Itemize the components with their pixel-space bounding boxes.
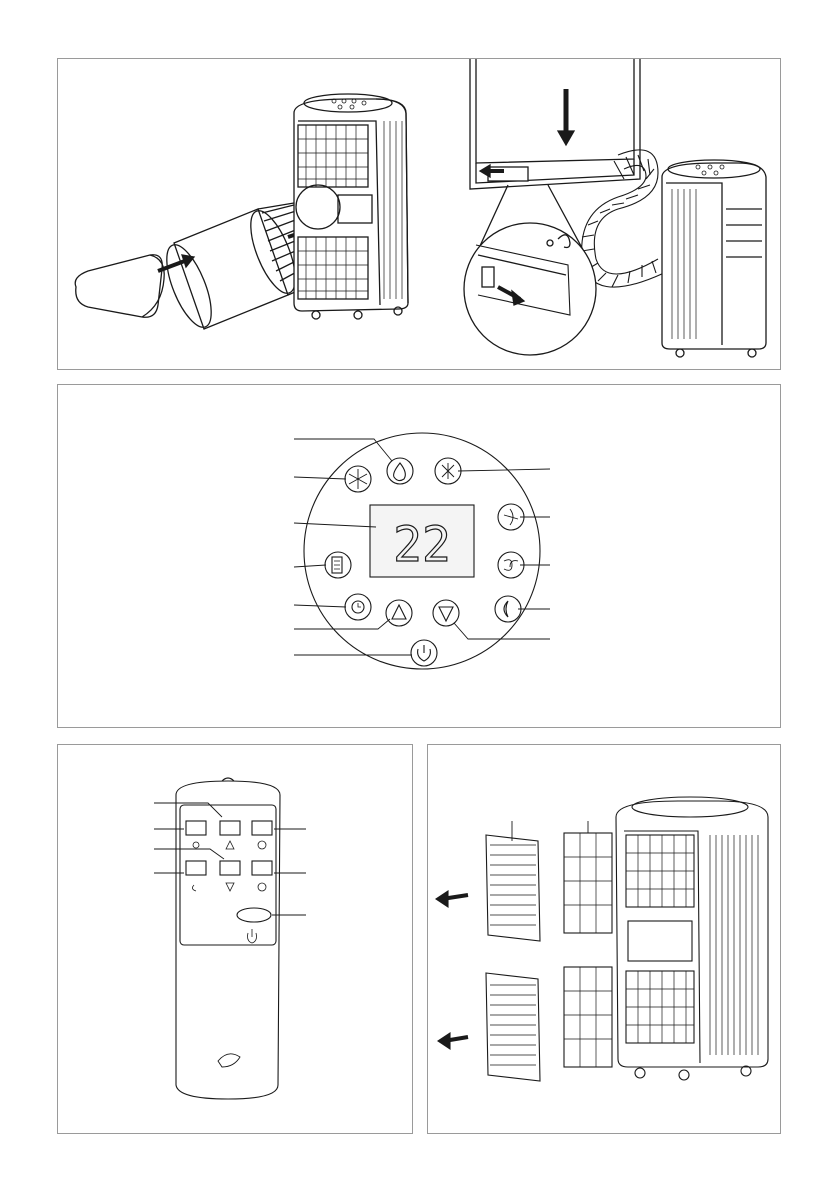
- panel-control-panel: 22: [57, 384, 781, 728]
- brand-logo-icon: [218, 1054, 240, 1067]
- panel-remote-control: [57, 744, 413, 1134]
- ac-unit: [616, 797, 768, 1080]
- exhaust-hose: [582, 150, 664, 287]
- display-digits: 22: [393, 517, 451, 573]
- sleep-button: [495, 596, 521, 622]
- remote-sleep-button: [252, 861, 272, 891]
- remote-up-button: [220, 821, 240, 849]
- panel-filter-removal: [427, 744, 781, 1134]
- ac-unit-right: [662, 160, 766, 357]
- power-button: [411, 640, 437, 666]
- control-panel-illustration: 22: [58, 385, 782, 729]
- panel-installation: [57, 58, 781, 370]
- upper-grille: [486, 835, 540, 941]
- remote-leader-lines: [154, 803, 306, 915]
- remote-down-button: [220, 861, 240, 891]
- remote-speed-button: [252, 821, 272, 849]
- dehumidify-button: [387, 458, 413, 484]
- remote-timer-button: [186, 861, 206, 891]
- filter-illustration: [428, 745, 782, 1135]
- remote-power-button: [237, 908, 271, 943]
- display-screen: 22: [370, 505, 474, 577]
- down-button: [433, 600, 459, 626]
- remote-illustration: [58, 745, 414, 1135]
- lower-filter-mesh: [564, 967, 612, 1067]
- up-button: [386, 600, 412, 626]
- window-nozzle: [75, 255, 164, 317]
- cool-mode-button: [345, 466, 371, 492]
- detail-magnifier: [464, 185, 596, 355]
- hose-adapter: [158, 203, 305, 333]
- timer-button: [345, 594, 371, 620]
- lower-grille: [486, 973, 540, 1081]
- installation-illustration: [58, 59, 782, 371]
- filter-leader-lines: [512, 821, 588, 841]
- upper-filter-mesh: [564, 833, 612, 933]
- fan-speed-button: [435, 458, 461, 484]
- remote-mode-button: [186, 821, 206, 848]
- remote-body: [176, 781, 280, 1099]
- ac-unit-left: [294, 94, 408, 319]
- display-toggle-button: [325, 552, 351, 578]
